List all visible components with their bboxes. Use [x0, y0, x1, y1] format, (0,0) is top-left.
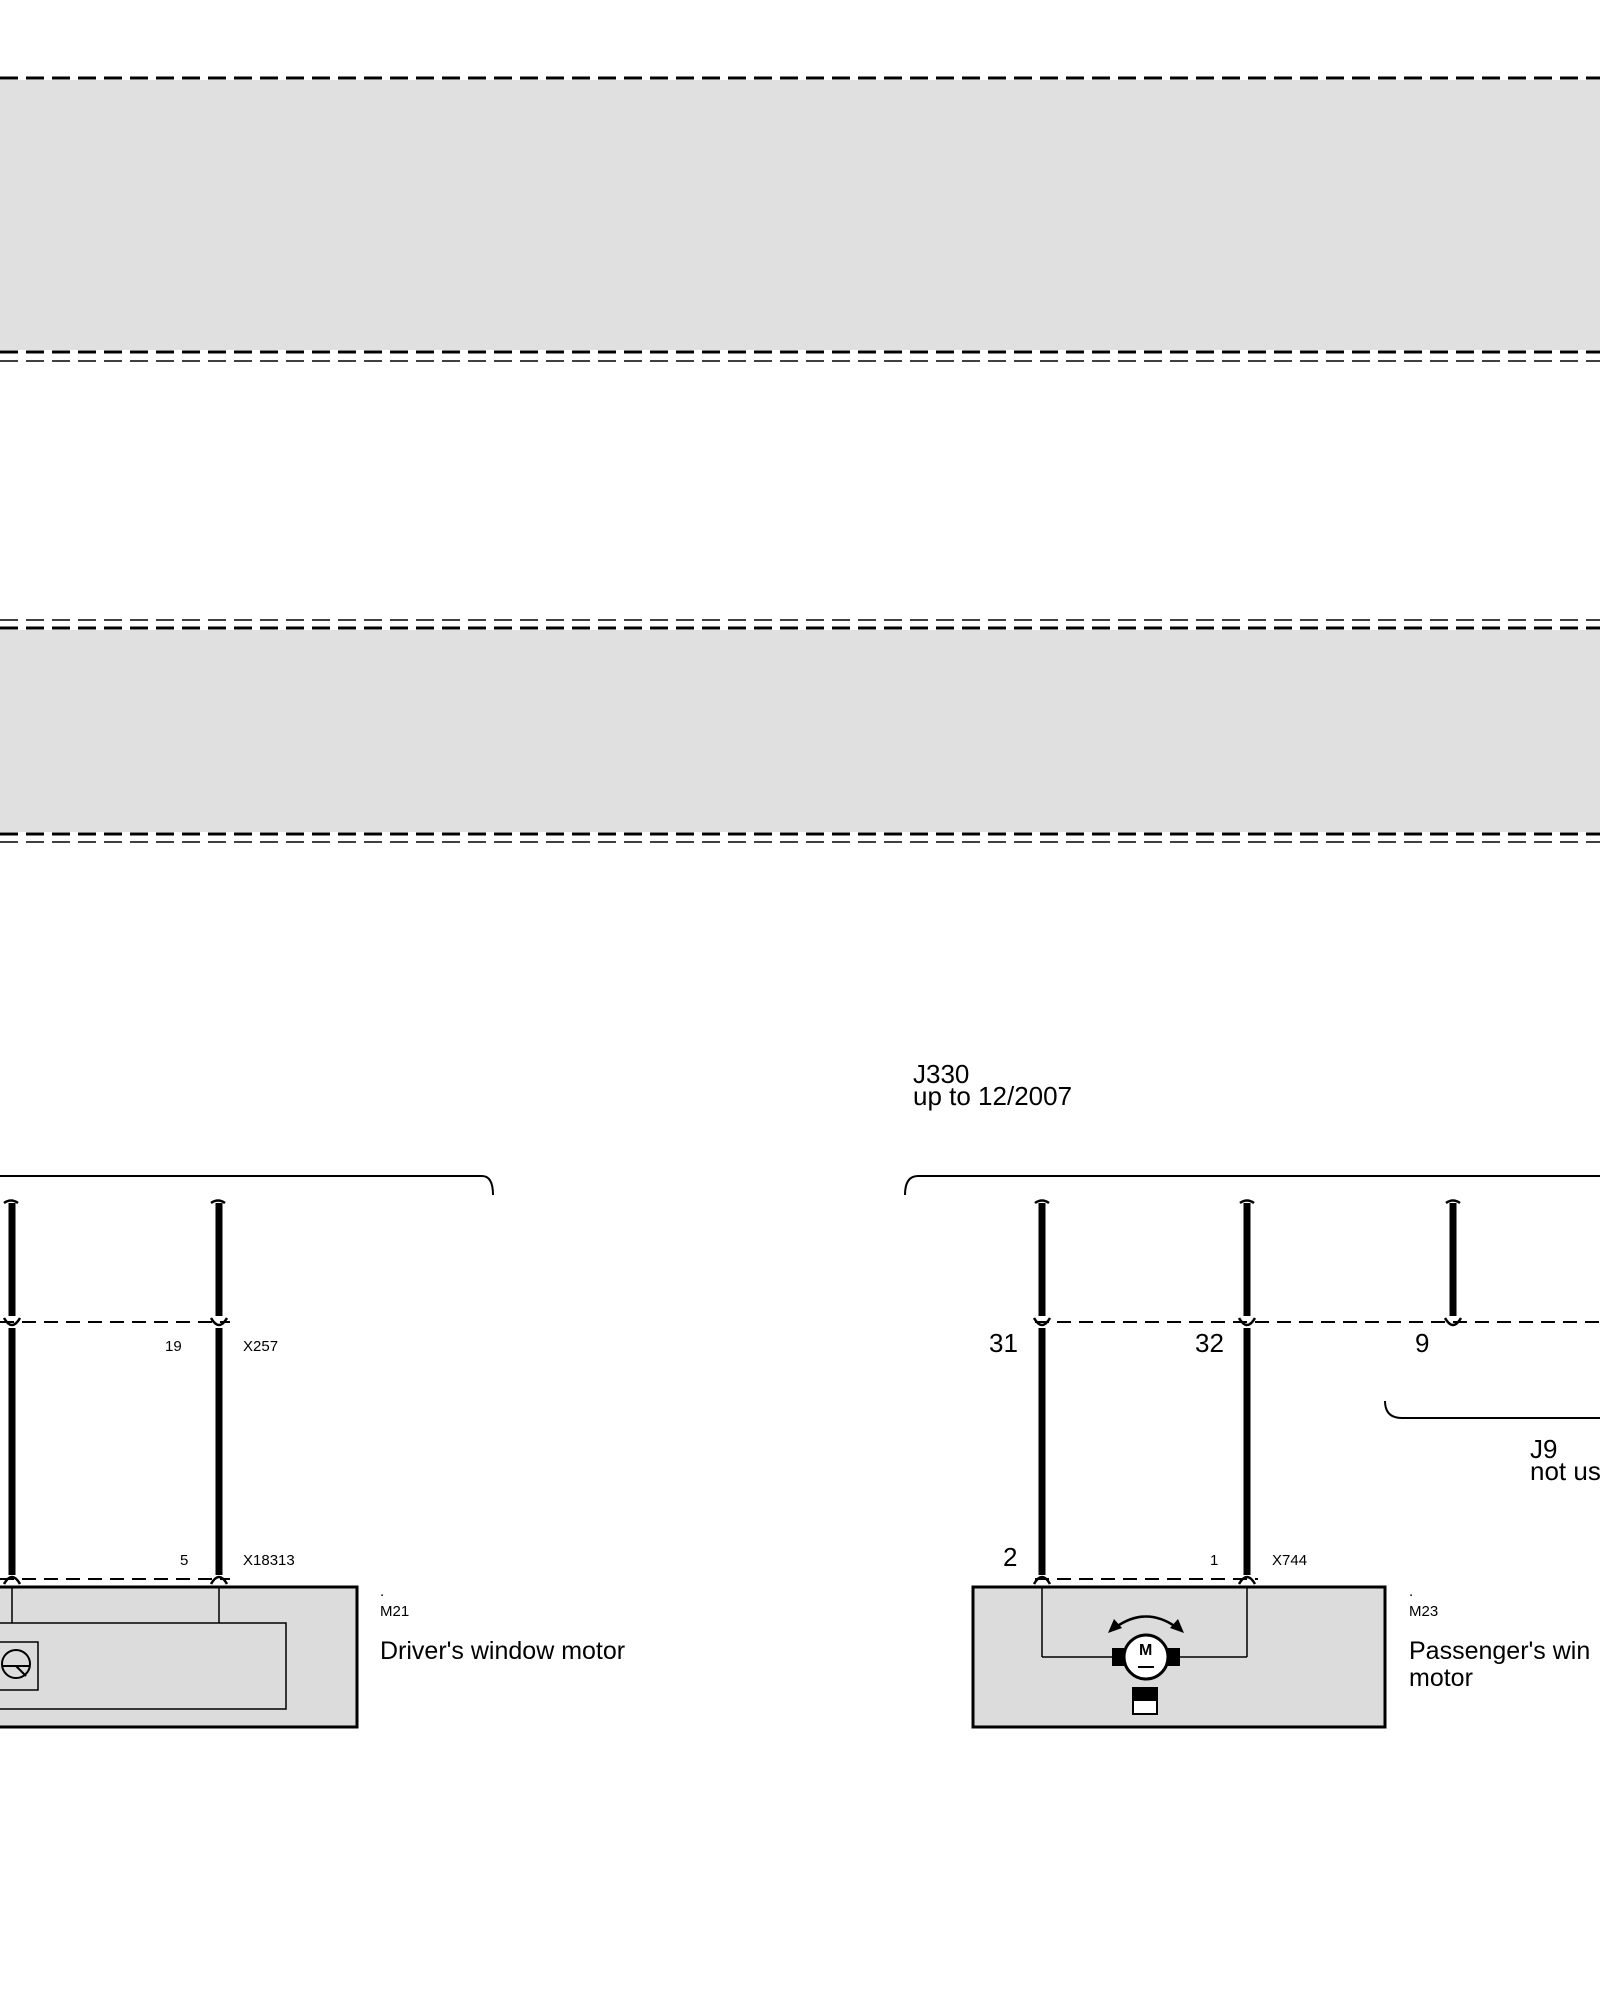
- connector-j330-line: [1032, 1317, 1600, 1327]
- m23-name-line2: motor: [1409, 1664, 1473, 1692]
- j330-pin-9: 9: [1415, 1328, 1430, 1358]
- m21-dot: .: [380, 1583, 385, 1600]
- left-upper-pin: 19: [165, 1338, 182, 1355]
- left-lower-pin: 5: [180, 1552, 189, 1569]
- m23-pin-2: 2: [1003, 1542, 1018, 1572]
- m21-code: M21: [380, 1603, 410, 1620]
- wire-left-2: [210, 1199, 226, 1575]
- left-upper-connector: X257: [243, 1338, 279, 1355]
- shaded-band-middle: [0, 619, 1600, 843]
- connector-bracket-left: [0, 1175, 494, 1196]
- component-m21: [0, 1585, 359, 1729]
- motor-label: M: [1139, 1642, 1153, 1659]
- connector-j330-id: J330: [913, 1059, 970, 1089]
- shaded-band-top: [0, 76, 1600, 362]
- wire-j330-pin9: [1445, 1199, 1461, 1316]
- left-lower-connector: X18313: [243, 1552, 295, 1569]
- rotation-arrow-icon: [1108, 1615, 1184, 1633]
- connector-j9-note: not us: [1530, 1456, 1600, 1486]
- connector-j330-note: up to 12/2007: [913, 1081, 1073, 1111]
- connector-bracket-j9: [1384, 1400, 1600, 1419]
- connector-x744-line: [1032, 1575, 1258, 1585]
- connector-x18313-line: [0, 1575, 230, 1585]
- m21-name: Driver's window motor: [380, 1637, 626, 1665]
- j330-pin-31: 31: [989, 1328, 1018, 1358]
- wire-left-1: [3, 1199, 19, 1575]
- m23-dot: .: [1409, 1583, 1414, 1600]
- motor-icon: [1112, 1633, 1180, 1681]
- x744-connector: X744: [1272, 1552, 1308, 1569]
- wire-j330-pin31: [1034, 1199, 1050, 1575]
- connector-j9-id: J9: [1530, 1434, 1558, 1464]
- j330-pin-32: 32: [1195, 1328, 1224, 1358]
- m23-code: M23: [1409, 1603, 1439, 1620]
- connector-x257-line: [0, 1317, 230, 1327]
- component-m23: [971, 1585, 1387, 1729]
- wire-j330-pin32: [1239, 1199, 1255, 1575]
- sensor-icon: [0, 1641, 39, 1691]
- ground-block-icon: [1132, 1687, 1158, 1715]
- m23-pin-1: 1: [1210, 1552, 1219, 1569]
- connector-bracket-j330: [904, 1175, 1600, 1196]
- m23-name-line1: Passenger's win: [1409, 1637, 1591, 1665]
